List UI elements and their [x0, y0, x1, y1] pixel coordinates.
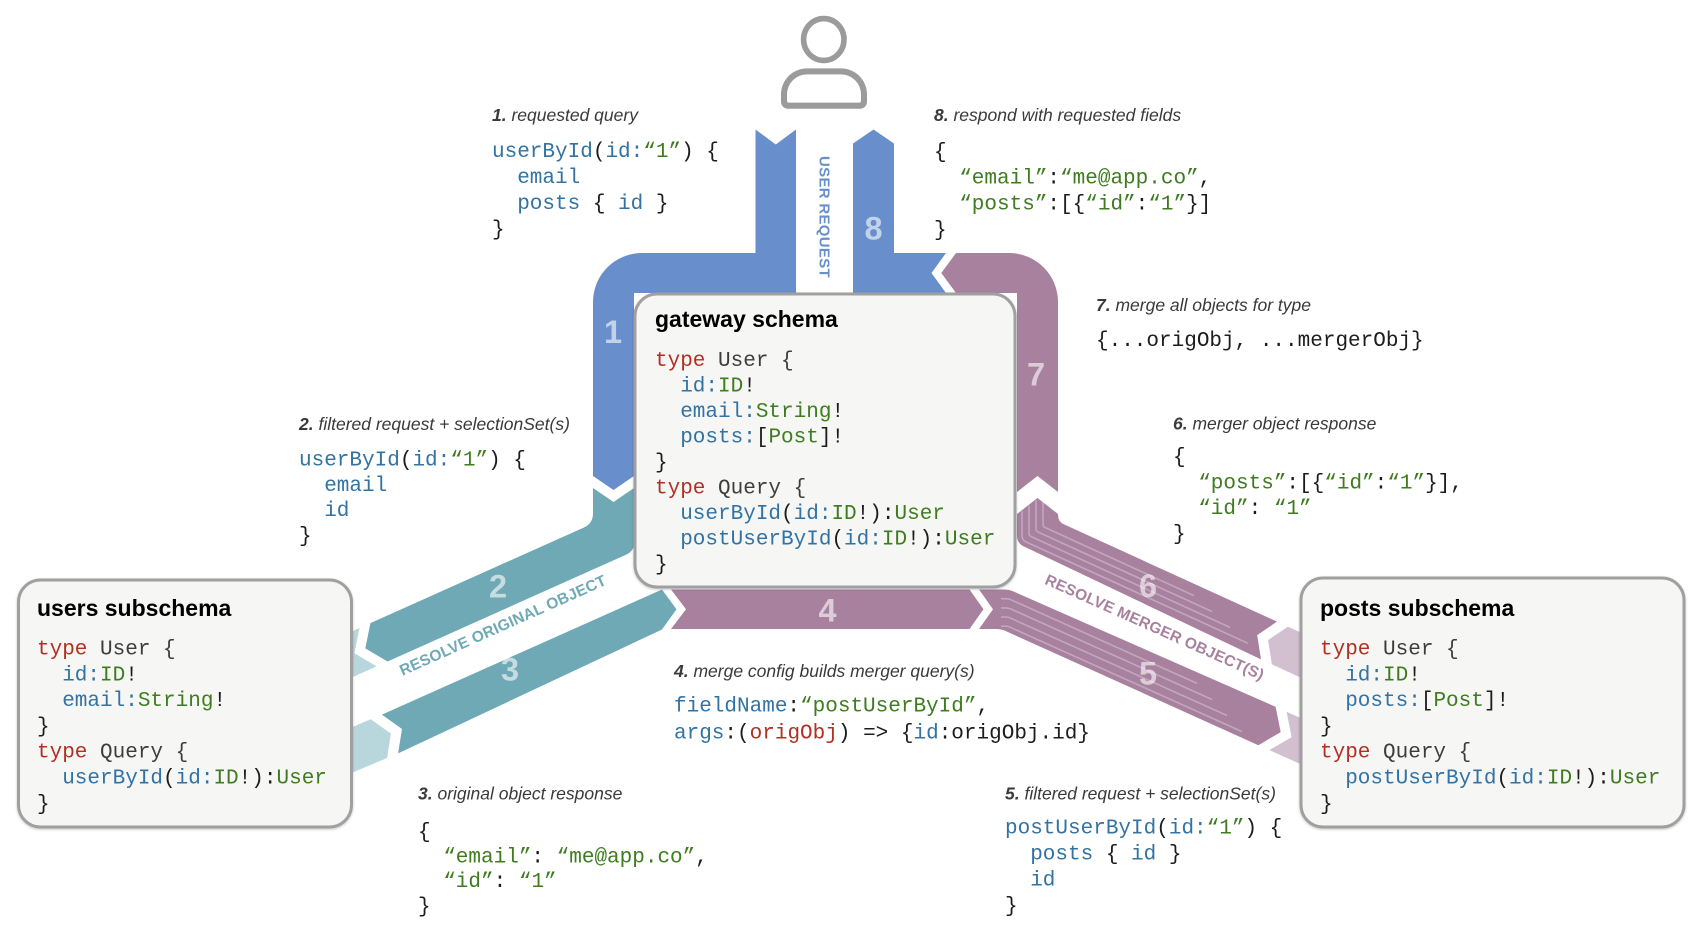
svg-text:2: 2 [489, 569, 507, 605]
svg-text:{...origObj, ...mergerObj}: {...origObj, ...mergerObj} [1096, 330, 1424, 353]
svg-text:postUserById(id:ID!):User: postUserById(id:ID!):User [655, 529, 995, 552]
svg-text:type User {: type User { [655, 350, 794, 373]
svg-text:}: } [934, 220, 947, 243]
svg-text:“id”: “1”: “id”: “1” [418, 871, 557, 894]
svg-text:}: } [492, 219, 505, 242]
svg-text:3: 3 [501, 652, 519, 688]
svg-text:postUserById(id:“1”) {: postUserById(id:“1”) { [1005, 817, 1282, 840]
svg-text:2. filtered request + selectio: 2. filtered request + selectionSet(s) [298, 414, 570, 434]
svg-text:posts { id }: posts { id } [1005, 843, 1181, 866]
svg-text:}: } [37, 793, 50, 816]
svg-text:postUserById(id:ID!):User: postUserById(id:ID!):User [1320, 768, 1660, 791]
svg-text:type User {: type User { [37, 639, 176, 662]
svg-text:userById(id:ID!):User: userById(id:ID!):User [37, 768, 327, 791]
svg-text:“posts”:[{“id”:“1”}],: “posts”:[{“id”:“1”}], [1173, 472, 1463, 495]
svg-text:4. merge config builds merger: 4. merge config builds merger query(s) [673, 661, 975, 681]
svg-text:posts subschema: posts subschema [1320, 595, 1514, 621]
svg-text:}: } [655, 554, 668, 577]
svg-text:}: } [418, 896, 431, 919]
svg-text:8. respond with requested fiel: 8. respond with requested fields [934, 105, 1181, 125]
svg-text:posts:[Post]!: posts:[Post]! [655, 427, 844, 450]
svg-text:7: 7 [1027, 357, 1045, 393]
svg-text:3. original object response: 3. original object response [418, 784, 623, 804]
svg-text:6: 6 [1139, 568, 1157, 604]
svg-text:1. requested query: 1. requested query [492, 105, 639, 125]
svg-text:USER REQUEST: USER REQUEST [816, 156, 833, 278]
svg-text:id: id [299, 500, 349, 523]
svg-text:id:ID!: id:ID! [1320, 664, 1421, 687]
svg-text:{: { [1173, 447, 1186, 470]
svg-text:posts:[Post]!: posts:[Post]! [1320, 690, 1509, 713]
svg-text:7. merge all objects for type: 7. merge all objects for type [1096, 295, 1311, 315]
svg-text:“posts”:[{“id”:“1”}]: “posts”:[{“id”:“1”}] [934, 194, 1211, 217]
svg-text:}: } [299, 525, 312, 548]
svg-text:“id”: “1”: “id”: “1” [1173, 498, 1312, 521]
svg-text:email:String!: email:String! [37, 690, 226, 713]
svg-text:gateway schema: gateway schema [655, 306, 838, 332]
svg-text:1: 1 [604, 314, 622, 350]
svg-text:email: email [299, 475, 387, 498]
svg-text:users subschema: users subschema [37, 595, 232, 621]
svg-text:args:(origObj) => {id:origObj.: args:(origObj) => {id:origObj.id} [674, 723, 1090, 746]
svg-text:“email”:“me@app.co”,: “email”:“me@app.co”, [934, 168, 1211, 191]
svg-text:type Query {: type Query { [655, 478, 806, 501]
svg-text:{: { [934, 142, 947, 165]
svg-text:id: id [1005, 869, 1055, 892]
svg-text:id:ID!: id:ID! [37, 664, 138, 687]
svg-text:{: { [418, 822, 431, 845]
svg-text:type User {: type User { [1320, 639, 1459, 662]
svg-text:5. filtered request + selectio: 5. filtered request + selectionSet(s) [1005, 784, 1276, 804]
svg-text:4: 4 [818, 593, 836, 629]
svg-text:6. merger object response: 6. merger object response [1173, 414, 1377, 434]
svg-text:userById(id:ID!):User: userById(id:ID!):User [655, 503, 945, 526]
svg-text:email: email [492, 167, 580, 190]
svg-text:5: 5 [1139, 656, 1157, 692]
svg-text:}: } [1005, 895, 1018, 918]
svg-text:}: } [37, 716, 50, 739]
svg-text:“email”: “me@app.co”,: “email”: “me@app.co”, [418, 846, 708, 869]
svg-text:}: } [1173, 524, 1186, 547]
svg-text:posts { id }: posts { id } [492, 193, 668, 216]
svg-text:8: 8 [864, 211, 882, 247]
svg-text:fieldName:“postUserById”,: fieldName:“postUserById”, [674, 696, 989, 719]
svg-text:type Query {: type Query { [1320, 742, 1471, 765]
svg-text:type Query {: type Query { [37, 742, 188, 765]
svg-text:userById(id:“1”) {: userById(id:“1”) { [299, 450, 526, 473]
svg-text:id:ID!: id:ID! [655, 376, 756, 399]
svg-text:}: } [655, 452, 668, 475]
svg-text:email:String!: email:String! [655, 401, 844, 424]
svg-text:}: } [1320, 793, 1333, 816]
svg-text:}: } [1320, 716, 1333, 739]
svg-text:userById(id:“1”) {: userById(id:“1”) { [492, 141, 719, 164]
